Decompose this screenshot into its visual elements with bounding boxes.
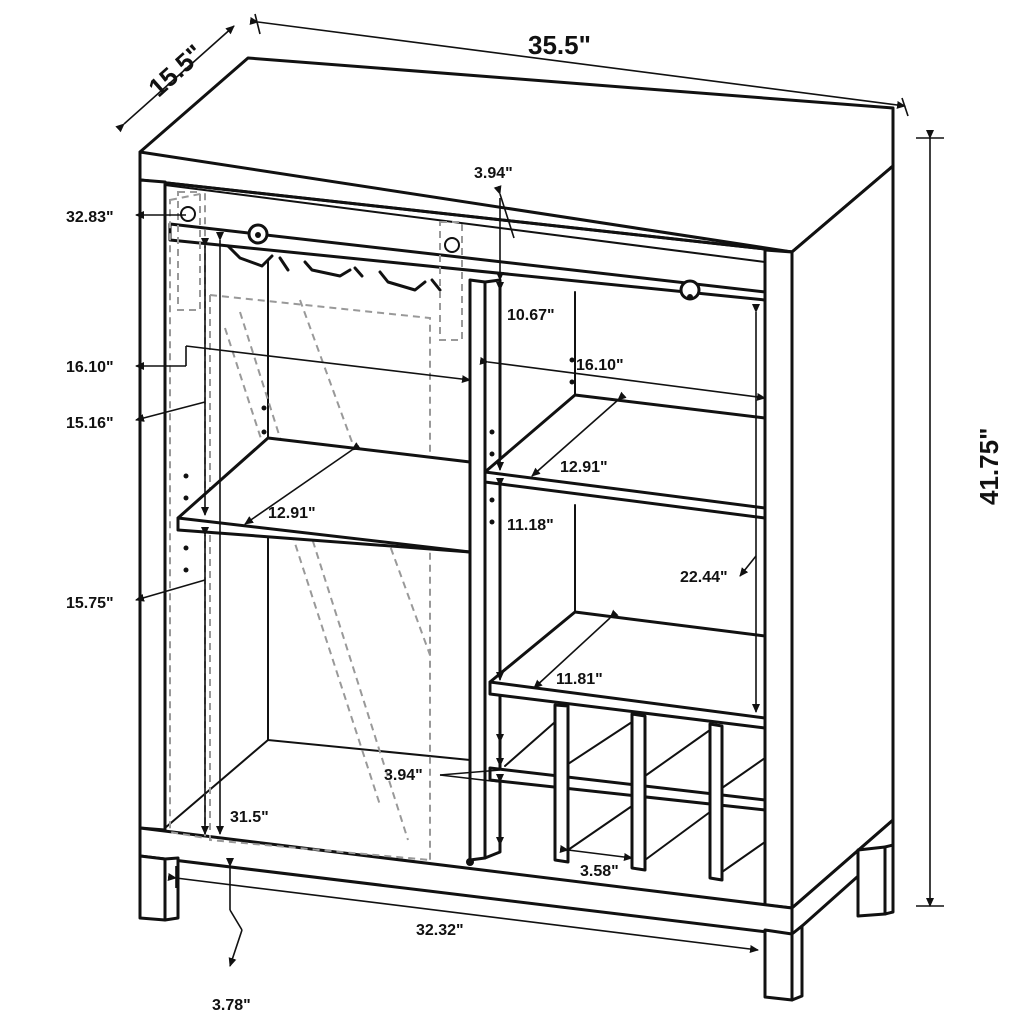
label-right-lower-shelf-width: 11.81" <box>556 671 603 688</box>
dimension-lines <box>115 13 944 967</box>
label-right-upper-opening: 10.67" <box>507 307 555 324</box>
right-side-depth <box>790 164 895 910</box>
label-height: 41.75" <box>974 428 1004 505</box>
label-inner-width: 32.32" <box>416 922 464 939</box>
right-lower-shelf <box>488 610 767 730</box>
label-depth: 15.5" <box>142 38 209 102</box>
label-left-lower-opening: 15.75" <box>66 595 114 612</box>
label-top-gap: 3.94" <box>474 165 513 182</box>
label-left-shelf-width: 12.91" <box>268 505 316 522</box>
label-cubby-width: 3.58" <box>580 863 619 880</box>
right-upper-shelf <box>483 393 767 520</box>
label-width: 35.5" <box>528 30 591 60</box>
label-leg-height: 3.78" <box>212 997 251 1014</box>
label-left-upper-opening: 15.16" <box>66 415 114 432</box>
leg-front-right <box>763 928 794 1002</box>
label-right-middle-opening: 11.18" <box>507 517 554 534</box>
label-left-depth-top: 16.10" <box>66 359 114 376</box>
label-right-depth-top: 16.10" <box>576 357 624 374</box>
label-divider-gap: 3.94" <box>384 767 423 784</box>
left-side-panel <box>138 178 167 832</box>
label-rack-height: 32.83" <box>66 209 114 226</box>
glass-door <box>169 191 474 866</box>
leg-back-right <box>856 845 887 918</box>
label-right-upper-shelf-width: 12.91" <box>560 459 608 476</box>
right-side-panel <box>763 248 794 910</box>
shelf-pin-holes <box>183 357 575 573</box>
bottom-plinth <box>138 826 794 937</box>
label-right-tall-opening: 22.44" <box>680 569 728 586</box>
label-interior-height: 31.5" <box>230 809 269 826</box>
leg-front-left <box>138 854 167 922</box>
